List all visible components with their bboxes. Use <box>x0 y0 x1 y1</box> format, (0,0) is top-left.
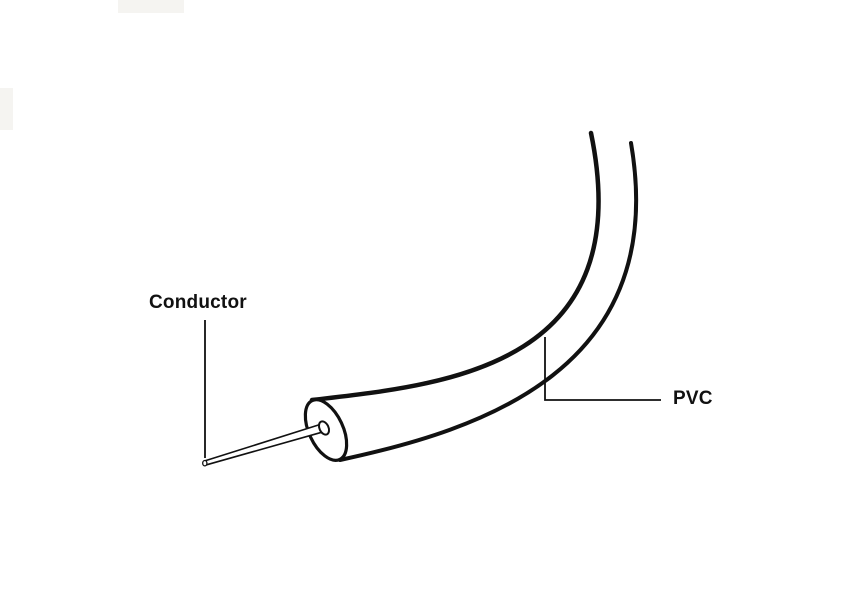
pvc-leader-line <box>544 337 661 401</box>
cable-inner-edge <box>338 141 639 462</box>
conductor-wire <box>204 423 323 467</box>
conductor-wire-tip <box>202 459 208 467</box>
conductor-label: Conductor <box>149 292 247 313</box>
cable-outer-edge <box>309 130 601 403</box>
scan-artifact <box>118 0 184 13</box>
pvc-label: PVC <box>673 388 713 409</box>
scan-artifact <box>0 88 13 130</box>
conductor-cross-section <box>317 420 331 436</box>
